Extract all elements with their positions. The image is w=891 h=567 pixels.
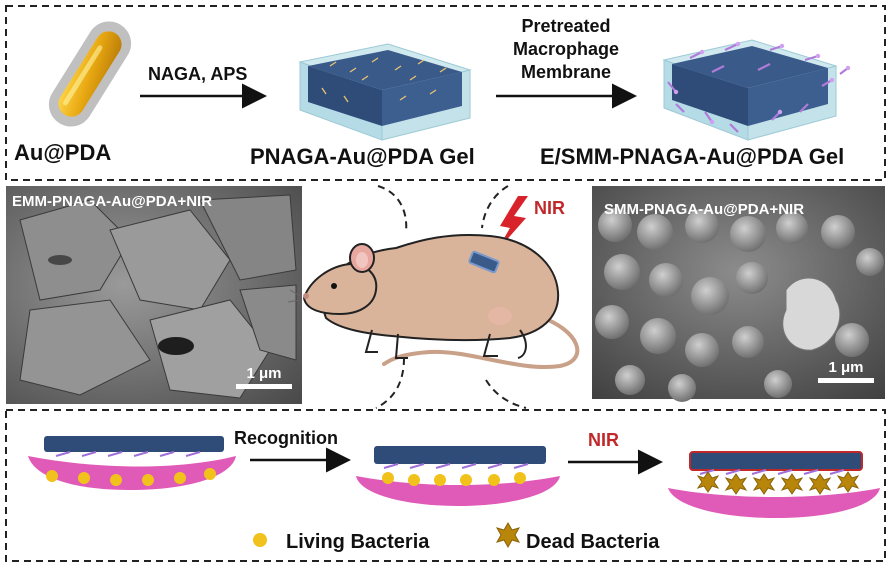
sem-left-label: EMM-PNAGA-Au@PDA+NIR bbox=[12, 193, 212, 210]
stage1-gel-on-tissue bbox=[28, 436, 236, 490]
sem-right-scalebar bbox=[818, 378, 874, 383]
nir-label-mouse: NIR bbox=[534, 198, 565, 218]
connector-curve-left-top bbox=[377, 185, 408, 233]
au-pda-label: Au@PDA bbox=[14, 140, 111, 165]
gel-label: PNAGA-Au@PDA Gel bbox=[250, 144, 475, 169]
stage3-dead-bacteria bbox=[668, 451, 880, 518]
sem-image-right bbox=[592, 186, 885, 402]
step2-label-line1: Pretreated bbox=[521, 16, 610, 36]
sem-right-scale-label: 1 μm bbox=[828, 359, 863, 376]
au-pda-nanorod-icon bbox=[48, 21, 132, 127]
legend-dead-bacteria-icon bbox=[495, 521, 521, 549]
legend-living-label: Living Bacteria bbox=[286, 531, 430, 553]
connector-curve-right-bottom bbox=[485, 379, 527, 409]
step1-label: NAGA, APS bbox=[148, 64, 247, 84]
step2-label-line2: Macrophage bbox=[513, 39, 619, 59]
connector-curve-left-bottom bbox=[375, 357, 405, 409]
sem-left-scalebar bbox=[236, 384, 292, 389]
pnaga-gel-block-icon bbox=[298, 43, 472, 141]
nir-label-bottom: NIR bbox=[588, 430, 619, 450]
legend-living-bacteria-icon bbox=[253, 533, 267, 547]
top-panel-frame bbox=[5, 5, 886, 181]
membrane-coated-gel-icon bbox=[662, 39, 851, 141]
nir-lightning-icon bbox=[496, 196, 528, 252]
sem-image-left bbox=[6, 186, 302, 404]
legend-dead-label: Dead Bacteria bbox=[526, 531, 660, 553]
sem-right-label: SMM-PNAGA-Au@PDA+NIR bbox=[604, 201, 804, 218]
mouse-illustration bbox=[287, 233, 580, 369]
sem-left-scale-label: 1 μm bbox=[246, 365, 281, 382]
step2-label-line3: Membrane bbox=[521, 62, 611, 82]
final-gel-label: E/SMM-PNAGA-Au@PDA Gel bbox=[540, 144, 844, 169]
bottom-panel-frame bbox=[5, 409, 886, 562]
connector-curve-right-top bbox=[481, 185, 509, 229]
recognition-label: Recognition bbox=[234, 428, 338, 448]
stage2-gel-bound-bacteria bbox=[356, 446, 560, 506]
